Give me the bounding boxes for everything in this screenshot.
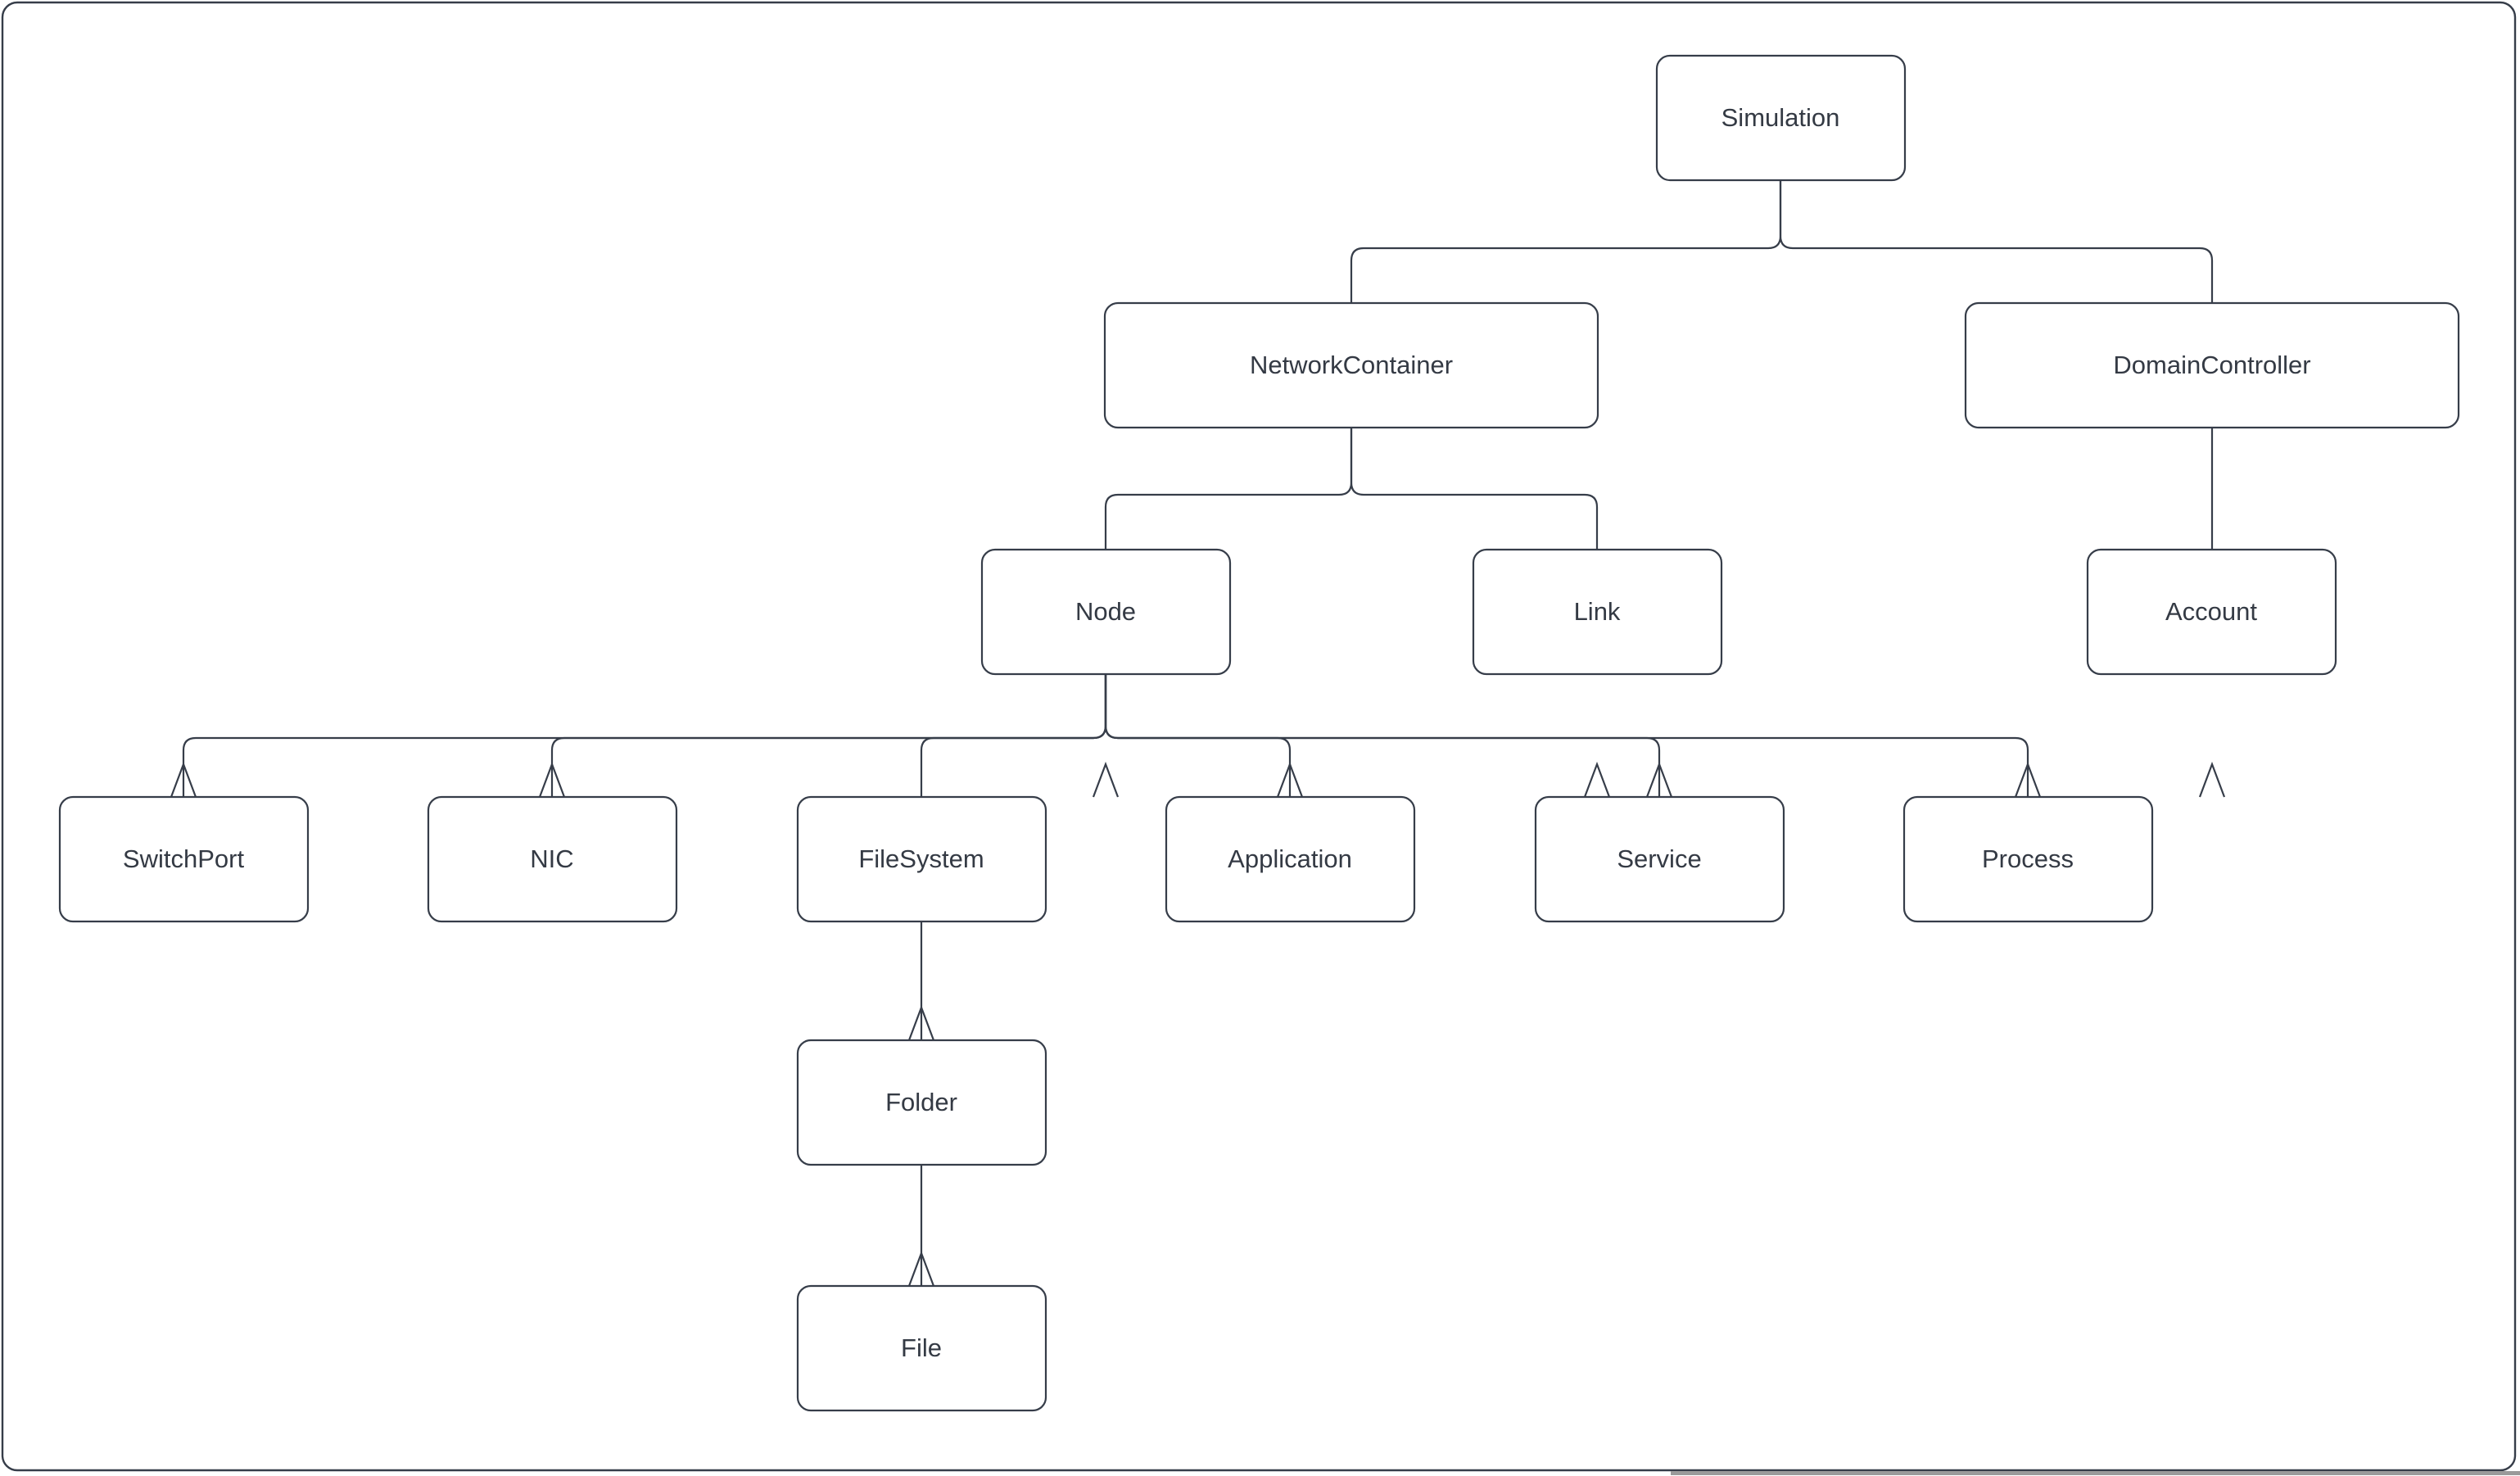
generalization-arrowhead (907, 1250, 935, 1287)
class-node-label: Account (2165, 597, 2257, 626)
class-node-label: Process (1982, 844, 2074, 873)
edges-layer (170, 180, 2226, 1287)
class-node-nic[interactable]: NIC (427, 795, 678, 923)
edge-node-to-filesystem (920, 674, 1107, 797)
edge-folder-to-file (907, 1165, 935, 1287)
edge-node-to-switchport (170, 674, 1107, 798)
class-node-box[interactable] (1165, 795, 1416, 923)
generalization-arrowhead (1092, 761, 1120, 798)
class-node-box[interactable] (796, 1284, 1047, 1412)
class-node-node[interactable]: Node (980, 548, 1232, 676)
class-node-box[interactable] (2086, 548, 2337, 676)
class-node-box[interactable] (1534, 795, 1785, 923)
edge-path (1779, 180, 2214, 303)
class-node-label: NetworkContainer (1250, 351, 1453, 379)
generalization-arrowhead (1276, 761, 1304, 798)
edge-path (550, 674, 1107, 797)
generalization-arrowhead (170, 761, 197, 798)
class-node-label: Folder (885, 1088, 957, 1116)
class-node-box[interactable] (1103, 301, 1599, 429)
class-node-service[interactable]: Service (1534, 795, 1785, 923)
class-node-networkcontainer[interactable]: NetworkContainer (1103, 301, 1599, 429)
edge-networkcontainer-to-link (1350, 428, 1611, 798)
class-node-label: Link (1574, 597, 1621, 626)
class-node-label: Service (1617, 844, 1701, 873)
class-node-process[interactable]: Process (1902, 795, 2154, 923)
class-node-box[interactable] (980, 548, 1232, 676)
edge-path (920, 674, 1107, 797)
class-node-application[interactable]: Application (1165, 795, 1416, 923)
generalization-arrowhead (2014, 761, 2042, 798)
edge-simulation-to-domaincontroller (1779, 180, 2214, 303)
class-node-box[interactable] (1902, 795, 2154, 923)
generalization-arrowhead (2198, 761, 2226, 798)
class-node-folder[interactable]: Folder (796, 1039, 1047, 1166)
class-node-simulation[interactable]: Simulation (1655, 54, 1907, 182)
edge-networkcontainer-to-node (1092, 428, 1353, 798)
class-node-account[interactable]: Account (2086, 548, 2337, 676)
class-node-label: Simulation (1721, 103, 1840, 132)
edge-path (182, 674, 1107, 797)
class-node-label: Application (1228, 844, 1352, 873)
generalization-arrowhead (538, 761, 566, 798)
class-node-link[interactable]: Link (1472, 548, 1723, 676)
class-node-domaincontroller[interactable]: DomainController (1964, 301, 2460, 429)
edge-path (1104, 674, 1661, 797)
class-node-switchport[interactable]: SwitchPort (58, 795, 310, 923)
class-node-box[interactable] (1655, 54, 1907, 182)
edge-path (1104, 674, 1292, 797)
edge-path (1104, 674, 2029, 797)
class-node-label: DomainController (2113, 351, 2310, 379)
class-node-label: File (901, 1333, 942, 1362)
class-node-box[interactable] (796, 1039, 1047, 1166)
edge-simulation-to-networkcontainer (1350, 180, 1782, 303)
edge-node-to-service (1104, 674, 1673, 798)
edge-node-to-application (1104, 674, 1304, 798)
class-node-box[interactable] (58, 795, 310, 923)
class-node-label: Node (1075, 597, 1136, 626)
class-node-box[interactable] (427, 795, 678, 923)
class-node-filesystem[interactable]: FileSystem (796, 795, 1047, 923)
class-node-box[interactable] (796, 795, 1047, 923)
generalization-arrowhead (1645, 761, 1673, 798)
class-node-file[interactable]: File (796, 1284, 1047, 1412)
class-node-box[interactable] (1472, 548, 1723, 676)
horizontal-scrollbar-thumb[interactable] (1671, 1471, 2520, 1475)
edge-path (1104, 428, 1353, 550)
edge-domaincontroller-to-account (2198, 428, 2226, 798)
edge-path (1350, 180, 1782, 303)
edge-filesystem-to-folder (907, 921, 935, 1041)
class-node-box[interactable] (1964, 301, 2460, 429)
class-node-label: FileSystem (858, 844, 984, 873)
class-node-label: NIC (530, 844, 573, 873)
edge-node-to-nic (538, 674, 1107, 798)
generalization-arrowhead (907, 1004, 935, 1041)
edge-node-to-process (1104, 674, 2042, 798)
generalization-arrowhead (1583, 761, 1611, 798)
class-node-label: SwitchPort (123, 844, 245, 873)
edge-path (1350, 428, 1599, 550)
